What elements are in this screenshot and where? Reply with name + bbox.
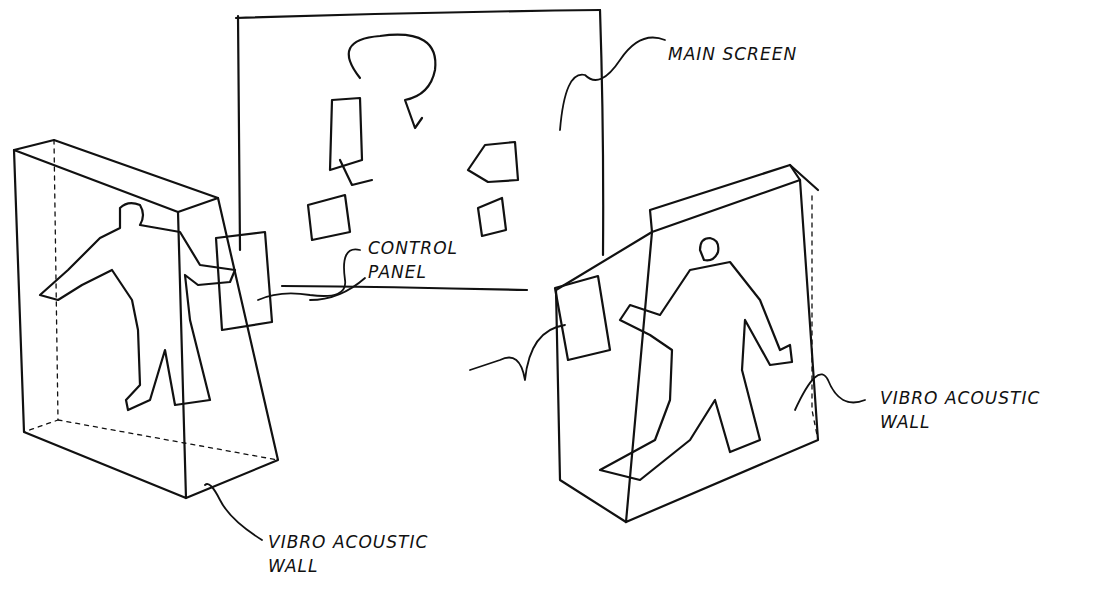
callout-label: VIBRO ACOUSTIC WALL: [880, 386, 1050, 434]
callout-label: CONTROL PANEL: [368, 236, 468, 284]
callout-label: VIBRO ACOUSTIC WALL: [268, 530, 438, 578]
vibro-acoustic-wall-right: [556, 165, 818, 522]
leader-lines: [205, 38, 865, 541]
control-panel-right: [555, 276, 610, 360]
main-screen: [236, 10, 603, 290]
control-panel-left: [216, 232, 272, 330]
callout-label: MAIN SCREEN: [668, 42, 888, 66]
vibro-acoustic-wall-left: [14, 140, 278, 498]
